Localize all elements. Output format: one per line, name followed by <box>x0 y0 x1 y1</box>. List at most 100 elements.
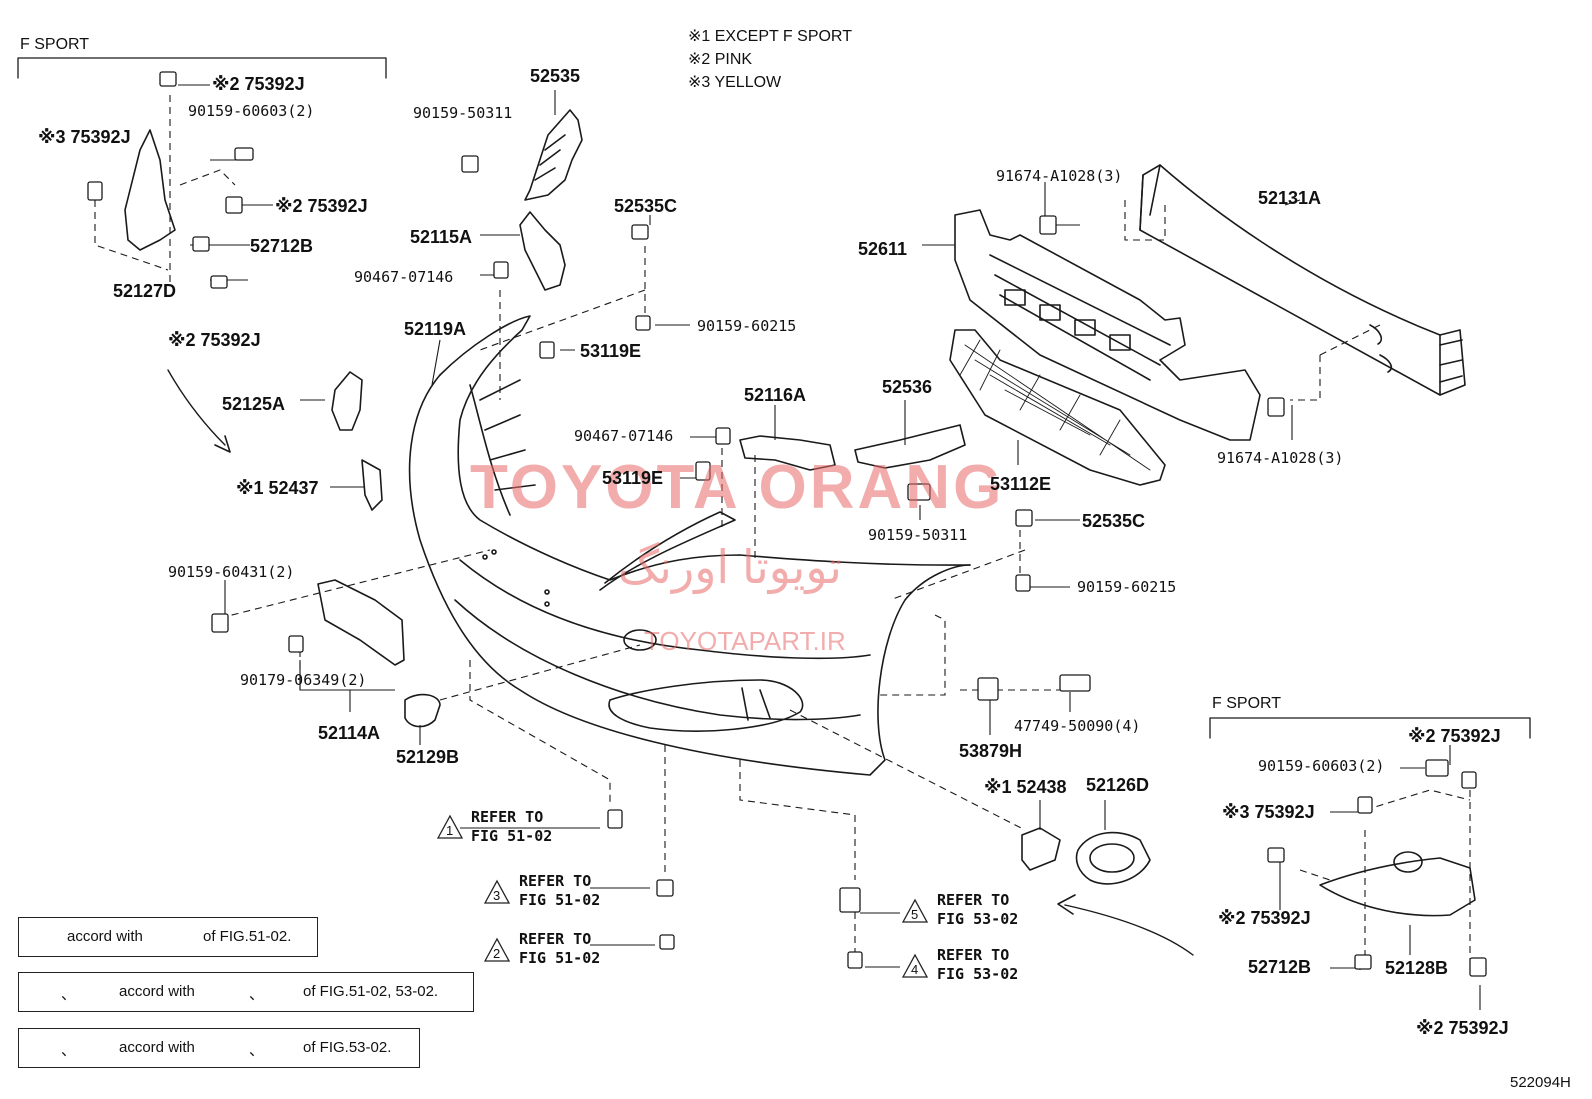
part-label[interactable]: 90159-60603(2) <box>188 102 315 120</box>
legend-separator: 、 <box>249 986 265 1003</box>
legend-text: of FIG.51-02, 53-02. <box>303 983 439 1000</box>
part-label[interactable]: 90159-50311 <box>413 104 513 122</box>
part-label[interactable]: 53119E <box>580 341 642 361</box>
absorber-52611 <box>954 209 1261 441</box>
part-label[interactable]: 91674-A1028(3) <box>996 167 1123 185</box>
part-label[interactable]: ※2 75392J <box>212 74 305 94</box>
bracket-52536 <box>854 424 966 469</box>
part-label[interactable]: 90159-50311 <box>868 526 968 544</box>
part-label[interactable]: ※3 75392J <box>38 127 131 147</box>
legend-separator: 、 <box>61 1042 77 1059</box>
watermark-url: TOYOTAPART.IR <box>644 626 846 656</box>
grille-53112E <box>949 329 1166 486</box>
part-label[interactable]: 90467-07146 <box>574 427 674 445</box>
legend-text: of FIG.51-02. <box>203 928 292 945</box>
ref-line: FIG 53-02 <box>937 965 1019 983</box>
ref-line: FIG 53-02 <box>937 910 1019 928</box>
part-label[interactable]: 53112E <box>990 474 1052 494</box>
legend-text: accord with <box>119 1039 195 1056</box>
part-label[interactable]: ※2 75392J <box>168 330 261 350</box>
legend-row-2: 、 accord with 、 of FIG.51-02, 53-02. <box>18 972 474 1012</box>
svg-text:1: 1 <box>446 823 453 838</box>
part-label[interactable]: 52611 <box>858 239 908 259</box>
legend-separator: 、 <box>61 986 77 1003</box>
part-label[interactable]: ※1 52438 <box>984 777 1067 797</box>
note-pink: ※2 PINK <box>688 51 753 68</box>
part-label[interactable]: 52712B <box>250 236 314 256</box>
note-except-f-sport: ※1 EXCEPT F SPORT <box>688 28 852 45</box>
legend-text: accord with <box>67 928 143 945</box>
part-label[interactable]: 52535C <box>614 196 678 216</box>
fog-bezel-52126D <box>1075 831 1151 885</box>
part-52437 <box>361 459 383 511</box>
part-52125A <box>331 371 363 431</box>
svg-text:3: 3 <box>493 888 500 903</box>
part-label[interactable]: 90159-60215 <box>1077 578 1177 596</box>
part-label[interactable]: 90159-60603(2) <box>1258 757 1385 775</box>
part-label[interactable]: 52535 <box>530 66 581 86</box>
part-label[interactable]: 53119E <box>602 468 664 488</box>
legend-row-1: accord with of FIG.51-02. <box>18 917 318 957</box>
reinforcement-52131A <box>1139 164 1466 396</box>
f-sport-group-right: F SPORT <box>1212 695 1282 712</box>
part-label[interactable]: 52125A <box>222 394 286 414</box>
part-label[interactable]: 53879H <box>959 741 1023 761</box>
part-label[interactable]: 90467-07146 <box>354 268 454 286</box>
part-label[interactable]: ※2 75392J <box>1416 1018 1509 1038</box>
part-52438 <box>1021 827 1061 871</box>
part-label[interactable]: 52128B <box>1385 958 1449 978</box>
part-label[interactable]: 52712B <box>1248 957 1312 977</box>
ref-line: FIG 51-02 <box>471 827 553 845</box>
ref-line: FIG 51-02 <box>519 891 601 909</box>
part-label[interactable]: 52126D <box>1086 775 1150 795</box>
part-label[interactable]: 90159-60215 <box>697 317 797 335</box>
ref-line: REFER TO <box>519 872 592 890</box>
part-label[interactable]: 52131A <box>1258 188 1322 208</box>
part-52128B <box>1319 857 1476 917</box>
part-label[interactable]: ※2 75392J <box>275 196 368 216</box>
ref-line: REFER TO <box>937 891 1010 909</box>
part-label[interactable]: 52129B <box>396 747 460 767</box>
part-label[interactable]: ※2 75392J <box>1408 726 1501 746</box>
part-label[interactable]: 90159-60431(2) <box>168 563 295 581</box>
part-label[interactable]: 47749-50090(4) <box>1014 717 1141 735</box>
part-label[interactable]: 52114A <box>318 723 381 743</box>
svg-text:4: 4 <box>911 962 918 977</box>
part-label[interactable]: 91674-A1028(3) <box>1217 449 1344 467</box>
part-label[interactable]: 52535C <box>1082 511 1146 531</box>
note-yellow: ※3 YELLOW <box>688 74 782 91</box>
legend-row-3: 、 accord with 、 of FIG.53-02. <box>18 1028 420 1068</box>
watermark-main: TOYOTA ORANG <box>470 453 1005 522</box>
part-label[interactable]: 52115A <box>410 227 473 247</box>
part-label[interactable]: 52127D <box>113 281 177 301</box>
ref-line: REFER TO <box>937 946 1010 964</box>
tow-cap-52129B <box>404 693 441 728</box>
svg-text:2: 2 <box>493 946 500 961</box>
part-label[interactable]: 90179-06349(2) <box>240 671 367 689</box>
ref-line: REFER TO <box>519 930 592 948</box>
legend-text: accord with <box>119 983 195 1000</box>
part-label[interactable]: 52119A <box>404 319 467 339</box>
part-52127D <box>124 129 176 251</box>
legend-separator: 、 <box>249 1042 265 1059</box>
bracket-52115A <box>519 211 566 291</box>
svg-text:5: 5 <box>911 907 918 922</box>
bracket-52535 <box>524 109 583 201</box>
f-sport-group-left: F SPORT <box>20 36 90 53</box>
legend-text: of FIG.53-02. <box>303 1039 392 1056</box>
part-label[interactable]: ※2 75392J <box>1218 908 1311 928</box>
part-label[interactable]: ※1 52437 <box>236 478 319 498</box>
license-bracket-52114A <box>317 579 405 666</box>
part-label[interactable]: ※3 75392J <box>1222 802 1315 822</box>
figure-id: 522094H <box>1510 1074 1571 1091</box>
part-label[interactable]: 52116A <box>744 385 807 405</box>
part-label[interactable]: 52536 <box>882 377 933 397</box>
watermark-arabic: تویوتا اورنگ <box>618 541 842 593</box>
